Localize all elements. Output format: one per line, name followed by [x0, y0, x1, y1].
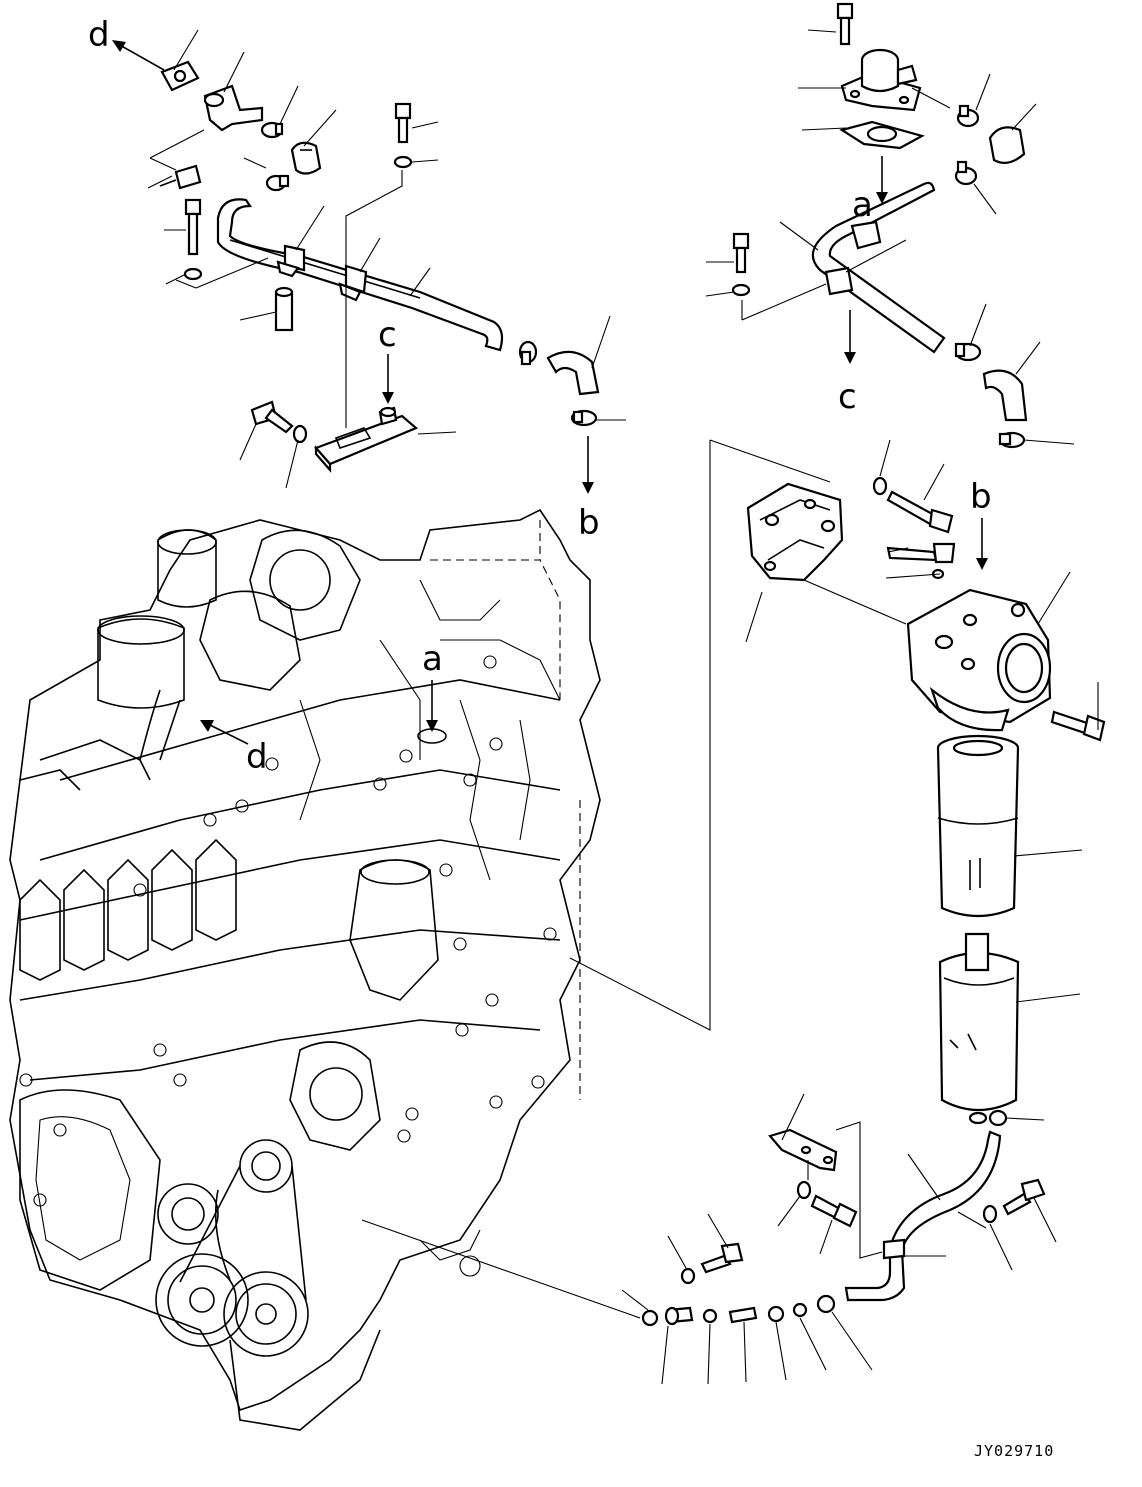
callout-b-left: b: [578, 503, 600, 543]
nipple-fitting: [728, 1306, 758, 1324]
callout-a-arrow-engine: [417, 680, 447, 744]
callout-a-engine: a: [422, 639, 443, 679]
spacer-sleeve: [274, 286, 294, 332]
hose-elbow-2: [546, 350, 600, 396]
hose-clamp-2: [265, 174, 290, 192]
bolt-fitting-1: [700, 1242, 744, 1274]
bolt-filter-2: [1050, 710, 1106, 742]
gasket-flange: [160, 60, 200, 92]
clamp-top-right-1: [956, 104, 980, 128]
bolt-right-2: [731, 232, 751, 297]
fuel-tube: [844, 1130, 1002, 1302]
filter-assembly: [569, 439, 1106, 1127]
drain-plug: [988, 1109, 1008, 1127]
callout-a-top-right: a: [852, 185, 873, 225]
washer-1: [183, 267, 203, 281]
bolt-3: [393, 102, 413, 169]
bolt-bottom-1: [810, 1194, 858, 1228]
o-ring-fitting: [702, 1308, 718, 1324]
callout-c-left: c: [378, 315, 397, 355]
clamp-top-right-2: [954, 160, 978, 186]
banjo-bolt: [664, 1306, 694, 1326]
hose-clamp-3: [518, 340, 538, 366]
washer-filter: [872, 476, 888, 496]
engine-block: [9, 508, 601, 1431]
bolt-4: [250, 400, 308, 444]
callout-a-arrow-top-right: [876, 156, 888, 204]
nut-fitting-2: [816, 1294, 836, 1314]
hose-elbow-top-right: [988, 126, 1026, 165]
l-bracket: [768, 1128, 838, 1172]
callout-b-right: b: [970, 477, 992, 517]
bolt-bottom-2: [1002, 1178, 1046, 1216]
hose-elbow-right-2: [982, 369, 1028, 422]
bolt-filter-1: [886, 490, 954, 534]
filter-case: [938, 932, 1020, 1125]
sensor: [886, 542, 956, 580]
drawing-code: JY029710: [974, 1442, 1054, 1460]
clamp-right-4: [998, 431, 1026, 449]
callout-b-arrow-right: [976, 518, 988, 570]
hose-clamp-4: [570, 409, 598, 427]
callout-c-arrow-right: [844, 310, 856, 364]
coolant-pipe-right: [811, 181, 946, 354]
top-right-assembly: [705, 2, 1075, 449]
mounting-plate: [314, 406, 419, 473]
bolt-1: [159, 164, 202, 190]
hose-elbow-1: [290, 141, 322, 175]
callout-d-arrow: [112, 40, 165, 71]
sleeve-fitting: [792, 1302, 808, 1318]
nut-fitting-1: [767, 1305, 785, 1323]
washer-fitting-2: [641, 1309, 659, 1327]
filter-element: [936, 734, 1020, 918]
washer-bottom-1: [796, 1180, 812, 1200]
thermostat-housing: [840, 48, 922, 112]
top-left-assembly: [147, 29, 626, 489]
callout-c-arrow-left: [382, 354, 394, 404]
washer-fitting-1: [680, 1267, 696, 1285]
filter-bracket: [746, 482, 844, 582]
coolant-pipe-left: [216, 198, 504, 352]
callout-c-right: c: [838, 377, 857, 417]
bolt-top-right: [836, 2, 854, 46]
washer-bottom-2: [982, 1204, 998, 1224]
callout-d-top: d: [88, 15, 110, 55]
filter-head: [906, 588, 1052, 732]
hose-clamp-1: [260, 121, 284, 139]
gasket-top-right: [839, 120, 925, 150]
clamp-right-3: [954, 342, 982, 362]
elbow-connector: [203, 84, 264, 132]
callout-d-arrow-engine: [200, 720, 249, 745]
callout-d-engine: d: [246, 737, 268, 777]
bolt-2: [184, 198, 202, 256]
callout-b-arrow-left: [582, 436, 594, 494]
fuel-line-assembly: [361, 1093, 1057, 1385]
